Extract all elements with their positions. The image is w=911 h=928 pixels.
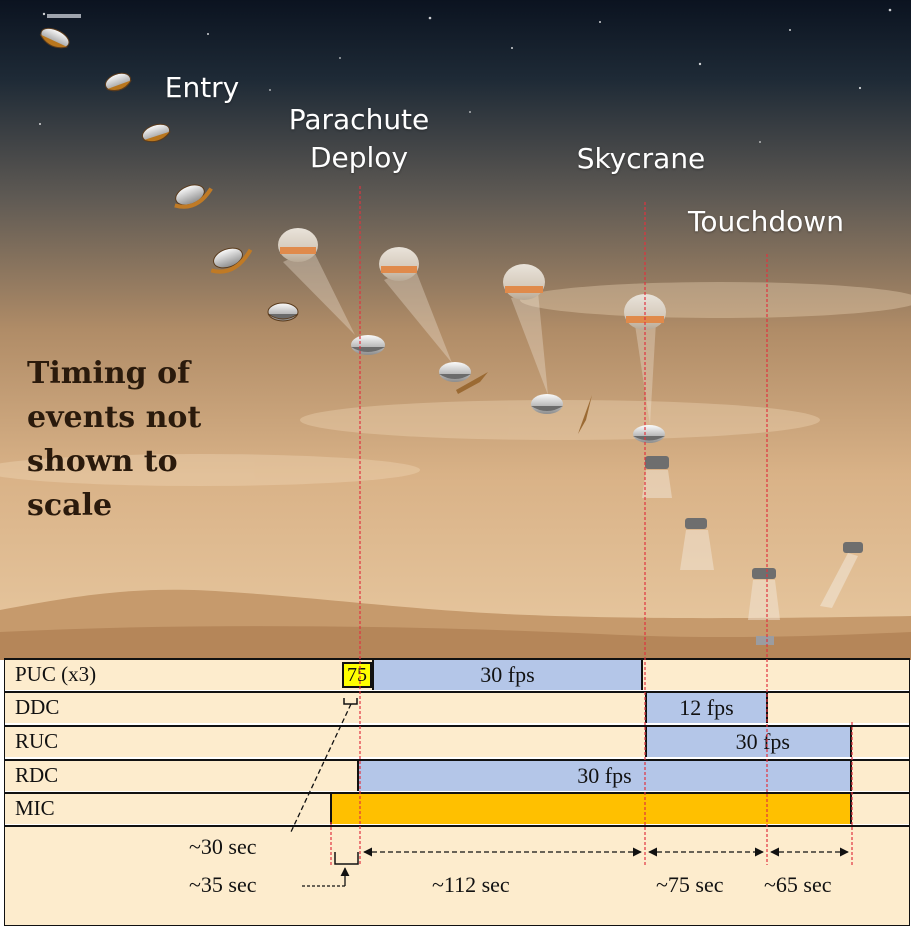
- duration-skycrane-to-touchdown: ~75 sec: [656, 872, 724, 897]
- duration-puc-75-interval: ~30 sec: [189, 834, 257, 859]
- parachutes: [278, 228, 666, 443]
- timeline-row-ddc: DDC 12 fps: [5, 691, 909, 723]
- entry-vehicles: [39, 14, 299, 322]
- duration-mic-lead: ~35 sec: [189, 872, 257, 897]
- phase-label-parachute-deploy: Parachute Deploy: [288, 103, 430, 174]
- row-label-rdc: RDC: [15, 763, 59, 787]
- puc-highlight-cell: 75: [342, 662, 372, 688]
- phase-label-entry: Entry: [164, 71, 240, 104]
- haze: [0, 282, 911, 486]
- timeline-row-puc: PUC (x3) 75 30 fps: [5, 658, 909, 690]
- duration-area: [5, 825, 909, 926]
- row-label-puc: PUC (x3): [15, 662, 97, 686]
- timeline-row-rdc: RDC 30 fps: [5, 759, 909, 791]
- phase-label-skycrane: Skycrane: [576, 142, 706, 175]
- row-label-ddc: DDC: [15, 695, 60, 719]
- mic-recording-bar: [330, 794, 852, 824]
- timeline-row-ruc: RUC 30 fps: [5, 725, 909, 757]
- timeline-row-mic: MIC: [5, 792, 909, 824]
- row-label-ruc: RUC: [15, 729, 59, 753]
- ruc-fps-bar: 30 fps: [645, 727, 852, 757]
- stars: [39, 8, 892, 143]
- row-label-mic: MIC: [15, 796, 55, 820]
- puc-fps-bar: 30 fps: [372, 660, 643, 690]
- rdc-fps-bar: 30 fps: [357, 761, 852, 791]
- scale-note: Timing of events not shown to scale: [27, 356, 202, 523]
- duration-parachute-to-skycrane: ~112 sec: [432, 872, 510, 897]
- phase-label-touchdown: Touchdown: [688, 205, 844, 238]
- skycrane-sequence: [642, 456, 863, 645]
- duration-after-touchdown: ~65 sec: [764, 872, 832, 897]
- descent-illustration: [0, 0, 911, 660]
- ddc-fps-bar: 12 fps: [645, 693, 768, 723]
